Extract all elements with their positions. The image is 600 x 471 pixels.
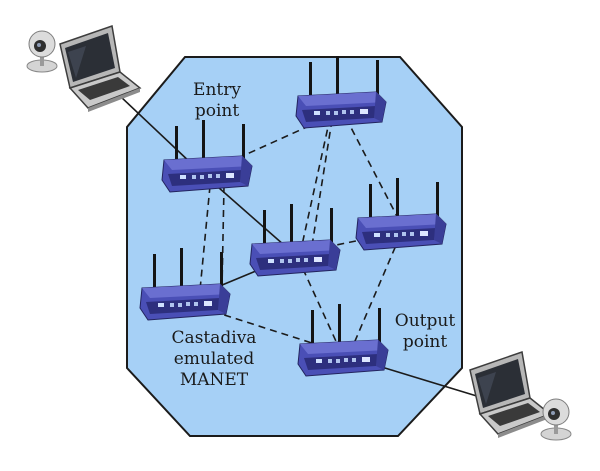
- link-right-output: [351, 235, 401, 349]
- webcam-icon: [26, 30, 58, 73]
- laptop-icon: [469, 351, 551, 439]
- manet-label-line1: Castadiva: [171, 328, 257, 348]
- output-point-label-line1: Output: [394, 311, 456, 331]
- laptop-entry: [59, 25, 141, 113]
- output-point-label-line2: point: [402, 332, 448, 352]
- manet-label-line3: MANET: [179, 370, 249, 390]
- manet-label: Castadiva emulated MANET: [164, 328, 264, 391]
- webcam-output: [540, 398, 572, 441]
- laptop-icon: [59, 25, 141, 113]
- link-center-output: [297, 257, 341, 351]
- webcam-entry: [26, 30, 58, 73]
- link-top-right: [345, 117, 401, 223]
- link-laptop-in-entry: [119, 95, 194, 166]
- laptop-output: [469, 351, 551, 439]
- manet-label-line2: emulated: [173, 349, 255, 369]
- entry-point-label-line2: point: [194, 101, 240, 121]
- output-point-label: Output point: [389, 311, 461, 353]
- webcam-icon: [540, 398, 572, 441]
- entry-point-label-line1: Entry: [193, 80, 241, 100]
- link-entry-left: [199, 185, 211, 291]
- entry-point-label: Entry point: [182, 80, 252, 122]
- link-top-center: [301, 117, 331, 246]
